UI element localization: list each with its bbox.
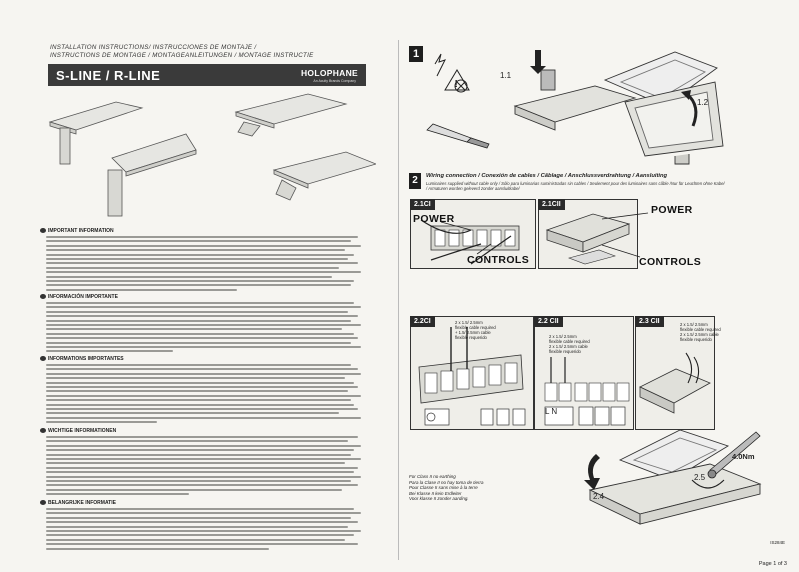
flag-icon-nl [40,500,46,505]
step-1-illustration: ! [426,50,724,165]
cable-spec-2c: 2 x 1.5/ 2.5mm cable [549,344,588,349]
cable-spec-3a: 2 x 1.5/ 2.5mm [680,322,708,327]
torque-label: 4.0Nm [732,452,755,461]
luminaire-1-illustration [48,101,144,165]
flag-icon-gb [40,228,46,233]
section-text-nl [46,508,364,552]
cable-spec-3d: flexible requerido [680,337,712,342]
flag-icon-es [40,294,46,299]
label-leader-lines [601,212,649,258]
panel-2-2cii [534,316,634,430]
brand-logo: HOLOPHANE [300,68,358,78]
controls-label-2: CONTROLS [639,256,702,268]
class-ii-note: For Class II no earthing Para la Clase I… [409,474,484,502]
luminaire-open-illustration [513,51,724,165]
brand-logo-sub: An Acuity Brands Company [313,79,356,83]
section-text-es [46,302,364,355]
cable-spec-2a: 2 x 1.5/ 2.5mm [549,334,577,339]
controls-label-1: CONTROLS [467,254,530,266]
power-label-1: POWER [413,213,455,225]
page-header: INSTALLATION INSTRUCTIONS/ INSTRUCCIONES… [50,44,314,60]
flag-icon-fr [40,356,46,361]
arrow-head-icon [681,90,691,100]
flag-icon-de [40,428,46,433]
no-power-warning-icon [434,53,468,93]
screwdriver-icon [426,123,490,149]
luminaire-3-illustration [234,93,348,137]
driver-illustration [545,213,631,265]
panel-2-2ci-cable-text: 2 x 1.5/ 2.5mm flexible cable required +… [455,320,496,340]
cable-spec-2b: flexible cable required [549,339,590,344]
panel-2-2ci [410,316,534,430]
power-label-2: POWER [651,204,693,216]
class-ii-note-es: Para la Clase II no hay toma de tierra [409,479,484,485]
step-2-marker: 2 [409,173,421,189]
class-ii-note-nl: Voor klasse II zonder aarding. [409,496,469,502]
cable-spec-1d: flexible requerido [455,335,487,340]
class-ii-note-en: For Class II no earthing [409,474,456,479]
panel-2-1ci-tag: 2.1CI [410,199,435,210]
cable-spec-3c: 2 x 1.5/ 2.5mm cable [680,332,719,337]
arrow-down-icon [530,50,546,74]
svg-text:!: ! [455,79,458,90]
panel-2-1ci [410,199,536,269]
panel-2-1cii-tag: 2.1CII [538,199,565,210]
terminal-block-illustration [420,219,520,265]
cable-spec-1b: flexible cable required [455,325,496,330]
header-line-2: INSTRUCTIONS DE MONTAGE / MONTAGEANLEITU… [50,52,314,59]
section-title-fr: INFORMATIONS IMPORTANTES [48,356,124,362]
ln-terminal-label: L N [545,407,558,416]
panel-2-2cii-cable-text: 2 x 1.5/ 2.5mm flexible cable required 2… [549,334,590,354]
cable-connection-illustration [639,352,711,414]
step-1-2-label: 1.2 [697,98,709,107]
step-2-5-label: 2.5 [694,473,706,482]
arrow-down-curved-icon [584,454,600,490]
section-title-de: WICHTIGE INFORMATIONEN [48,428,117,434]
step-1-1-label: 1.1 [500,71,512,80]
class-ii-note-de: Bei Klasse II kein Erdleiter [409,490,462,496]
panel-2-2ci-tag: 2.2CI [410,316,435,327]
step-2-4-label: 2.4 [593,492,605,501]
title-banner: S-LINE / R-LINE HOLOPHANE An Acuity Bran… [48,64,366,86]
section-text-en [46,236,364,293]
closing-illustration [584,430,762,525]
rotate-arrow-icon [691,479,725,489]
step-1-marker: 1 [409,46,423,62]
panel-2-2cii-tag: 2.2 CII [534,316,563,327]
luminaire-illustrations [48,93,376,217]
section-title-en: IMPORTANT INFORMATION [48,228,114,234]
cable-spec-2d: flexible requerido [549,349,581,354]
section-title-es: INFORMACIÓN IMPORTANTE [48,294,118,300]
cable-spec-1c: + 1.5/ 2.5mm cable [455,330,491,335]
panel-2-3cii [635,316,715,430]
wiring-subtitle: Luminaires supplied without cable only /… [426,181,725,191]
terminal-close-up-illustration [418,327,526,426]
cable-spec-3b: flexible cable required [680,327,721,332]
document-code: IS284E [770,540,785,545]
torque-wrench-icon [707,431,761,479]
page-divider [398,40,399,560]
section-title-nl: BELANGRIJKE INFORMATIE [48,500,116,506]
panel-2-3cii-cable-text: 2 x 1.5/ 2.5mm flexible cable required 2… [680,322,721,342]
product-title: S-LINE / R-LINE [56,68,161,83]
header-line-1: INSTALLATION INSTRUCTIONS/ INSTRUCCIONES… [50,44,257,51]
section-text-de [46,436,364,497]
warning-triangle-icon: ! [444,69,470,91]
section-text-fr [46,364,364,425]
terminal-strip-illustration [544,357,630,426]
luminaire-2-illustration [107,133,197,217]
panel-2-1cii [538,199,638,269]
page-number: Page 1 of 3 [758,561,787,567]
luminaire-4-illustration [272,151,376,201]
panel-2-3cii-tag: 2.3 CII [635,316,664,327]
class-ii-note-fr: Pour Classe II sans mise à la terre [409,485,478,491]
cable-spec-1a: 2 x 1.5/ 2.5mm [455,320,483,325]
wiring-title: Wiring connection / Conexión de cables /… [426,173,668,179]
